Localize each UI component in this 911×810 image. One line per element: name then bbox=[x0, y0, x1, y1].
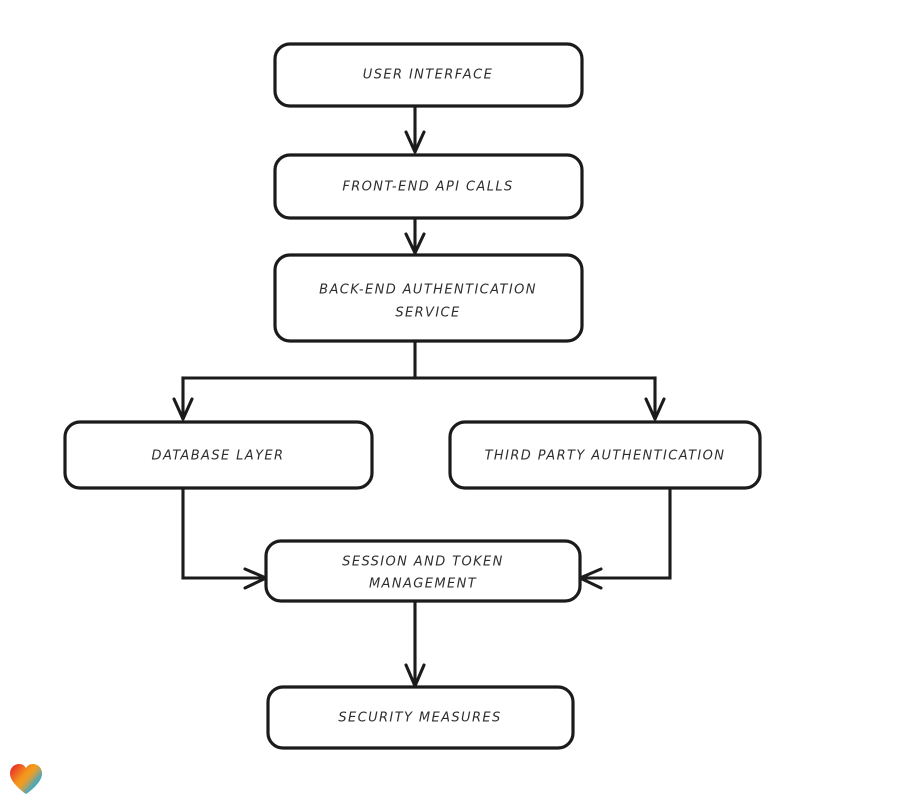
node-user-interface-label: USER INTERFACE bbox=[363, 68, 493, 83]
edge-session-and-token-management-to-security-measures bbox=[404, 599, 426, 688]
edge-back-end-to-third-party-authentication bbox=[644, 376, 666, 421]
node-security-measures[interactable]: SECURITY MEASURES bbox=[266, 685, 575, 750]
node-back-end-authentication-service[interactable]: BACK-END AUTHENTICATION SERVICE bbox=[273, 253, 584, 343]
node-database-layer[interactable]: DATABASE LAYER bbox=[63, 420, 374, 490]
node-front-end-api-calls[interactable]: FRONT-END API CALLS bbox=[273, 153, 584, 220]
node-third-party-authentication-label: THIRD PARTY AUTHENTICATION bbox=[485, 449, 726, 464]
heart-icon bbox=[10, 764, 42, 794]
edge-third-party-authentication-to-session-and-token-management bbox=[578, 486, 672, 590]
node-front-end-api-calls-box bbox=[273, 153, 584, 220]
edge-back-end-to-branch-bus bbox=[181, 339, 657, 380]
node-third-party-authentication[interactable]: THIRD PARTY AUTHENTICATION bbox=[448, 420, 762, 490]
node-database-layer-box bbox=[63, 420, 374, 490]
edge-back-end-to-database-layer bbox=[172, 376, 194, 421]
edge-user-interface-to-front-end-api-calls bbox=[404, 104, 426, 154]
node-front-end-api-calls-label: FRONT-END API CALLS bbox=[342, 180, 513, 195]
edge-front-end-api-calls-to-back-end-authentication-service bbox=[404, 217, 426, 255]
node-session-and-token-management[interactable]: SESSION AND TOKEN MANAGEMENT bbox=[264, 539, 582, 603]
node-security-measures-label: SECURITY MEASURES bbox=[338, 711, 501, 726]
edge-database-layer-to-session-and-token-management bbox=[181, 486, 268, 590]
node-back-end-authentication-service-box bbox=[273, 253, 584, 343]
node-third-party-authentication-box bbox=[448, 420, 762, 490]
node-session-and-token-management-label-line2: MANAGEMENT bbox=[369, 577, 477, 592]
node-user-interface[interactable]: USER INTERFACE bbox=[273, 42, 584, 108]
node-session-and-token-management-box bbox=[264, 539, 582, 603]
node-back-end-authentication-service-label-line2: SERVICE bbox=[395, 306, 460, 321]
node-user-interface-box bbox=[273, 42, 584, 108]
node-back-end-authentication-service-label-line1: BACK-END AUTHENTICATION bbox=[319, 283, 537, 298]
node-security-measures-box bbox=[266, 685, 575, 750]
node-database-layer-label: DATABASE LAYER bbox=[152, 449, 285, 464]
node-session-and-token-management-label-line1: SESSION AND TOKEN bbox=[342, 555, 504, 570]
heart-icon-highlight bbox=[10, 764, 42, 794]
